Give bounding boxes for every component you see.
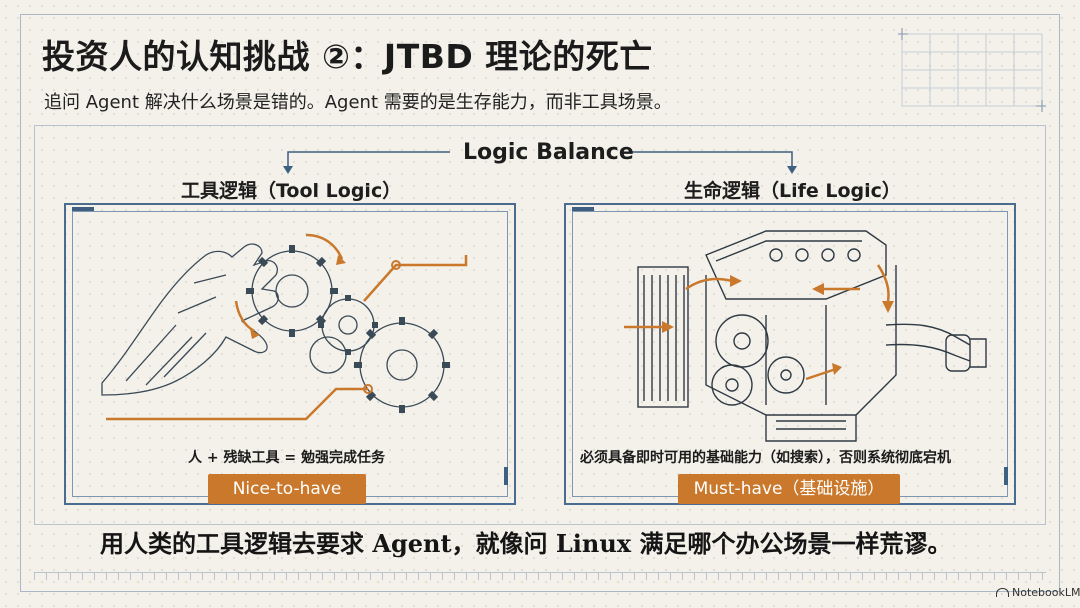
nice-to-have-badge: Nice-to-have — [208, 474, 366, 504]
notebooklm-logo-icon — [996, 588, 1009, 597]
watermark-label: NotebookLM — [1012, 586, 1080, 599]
bottom-statement: 用人类的工具逻辑去要求 Agent，就像问 Linux 满足哪个办公场景一样荒谬… — [100, 524, 951, 559]
corner-grid-decoration — [898, 28, 1046, 112]
left-panel-title: 工具逻辑（Tool Logic） — [181, 176, 401, 203]
tool-logic-caption: 人 + 残缺工具 = 勉强完成任务 — [188, 447, 385, 467]
must-have-badge: Must-have（基础设施） — [678, 474, 900, 504]
logic-balance-label: Logic Balance — [463, 140, 634, 165]
notebooklm-watermark: NotebookLM — [996, 586, 1080, 599]
slide-title: 投资人的认知挑战 ②：JTBD 理论的死亡 — [42, 30, 653, 78]
slide-subtitle: 追问 Agent 解决什么场景是错的。Agent 需要的是生存能力，而非工具场景… — [44, 88, 672, 114]
right-panel-title: 生命逻辑（Life Logic） — [684, 176, 901, 203]
life-logic-caption: 必须具备即时可用的基础能力（如搜索），否则系统彻底宕机 — [580, 447, 951, 467]
bottom-ruler — [34, 572, 1046, 589]
